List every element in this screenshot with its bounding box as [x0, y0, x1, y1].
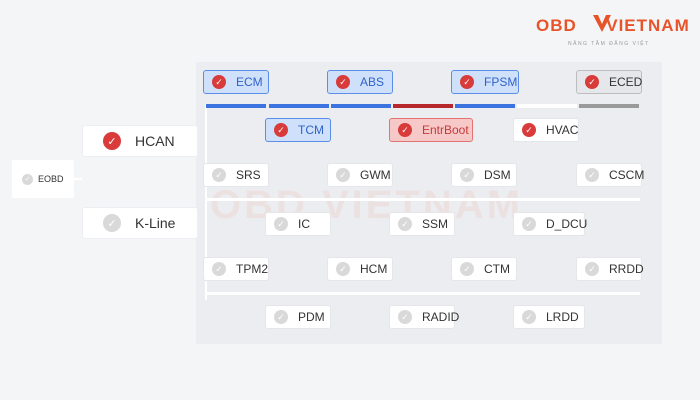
module-eced[interactable]: ✓ ECED: [576, 70, 642, 94]
module-label: SRS: [236, 168, 261, 182]
check-icon: ✓: [212, 168, 226, 182]
check-icon: ✓: [460, 75, 474, 89]
watermark: OBD VIETNAM: [210, 183, 523, 227]
check-icon: ✓: [585, 262, 599, 276]
module-tcm[interactable]: ✓ TCM: [265, 118, 331, 142]
module-label: RADID: [422, 310, 460, 324]
module-label: IC: [298, 217, 310, 231]
check-icon: ✓: [460, 168, 474, 182]
module-label: LRDD: [546, 310, 579, 324]
protocol-k-line[interactable]: ✓ K-Line: [83, 208, 197, 238]
module-entrboot[interactable]: ✓ EntrBoot: [389, 118, 473, 142]
bus-line: [206, 292, 640, 295]
module-hcm[interactable]: ✓ HCM: [327, 257, 393, 281]
module-label: CSCM: [609, 168, 645, 182]
check-icon: ✓: [522, 217, 536, 231]
bus-segment: [269, 104, 329, 108]
check-icon: ✓: [212, 262, 226, 276]
connector-line: [74, 178, 82, 180]
module-d-dcu[interactable]: ✓ D_DCU: [513, 212, 588, 236]
module-ssm[interactable]: ✓ SSM: [389, 212, 455, 236]
logo-v-mark-icon: [593, 15, 611, 32]
bus-segment: [517, 104, 577, 108]
bus-segment: [331, 104, 391, 108]
module-hvac[interactable]: ✓ HVAC: [513, 118, 579, 142]
module-label: GWM: [360, 168, 391, 182]
check-icon: ✓: [522, 123, 536, 137]
eobd-label: EOBD: [38, 174, 64, 184]
module-pdm[interactable]: ✓ PDM: [265, 305, 331, 329]
check-icon: ✓: [103, 214, 121, 232]
check-icon: ✓: [585, 168, 599, 182]
module-abs[interactable]: ✓ ABS: [327, 70, 393, 94]
module-ecm[interactable]: ✓ ECM: [203, 70, 269, 94]
check-icon: ✓: [336, 75, 350, 89]
module-label: ECM: [236, 75, 263, 89]
module-cscm[interactable]: ✓ CSCM: [576, 163, 645, 187]
protocol-hcan[interactable]: ✓ HCAN: [83, 126, 197, 156]
logo-brand-left: OBD: [536, 16, 577, 35]
check-icon: ✓: [336, 168, 350, 182]
check-icon: ✓: [398, 217, 412, 231]
module-label: ECED: [609, 75, 643, 89]
module-srs[interactable]: ✓ SRS: [203, 163, 269, 187]
module-label: RRDD: [609, 262, 644, 276]
check-icon: ✓: [103, 132, 121, 150]
check-icon: ✓: [522, 310, 536, 324]
module-label: D_DCU: [546, 217, 588, 231]
check-icon: ✓: [274, 310, 288, 324]
bus-segment: [206, 104, 266, 108]
check-icon: ✓: [274, 217, 288, 231]
protocol-label: HCAN: [135, 133, 175, 149]
check-icon: ✓: [22, 173, 33, 185]
module-label: CTM: [484, 262, 510, 276]
module-radid[interactable]: ✓ RADID: [389, 305, 459, 329]
connector-line: [205, 104, 207, 300]
module-fpsm[interactable]: ✓ FPSM: [451, 70, 519, 94]
module-ctm[interactable]: ✓ CTM: [451, 257, 517, 281]
module-dsm[interactable]: ✓ DSM: [451, 163, 517, 187]
check-icon: ✓: [274, 123, 288, 137]
module-tree-panel: [196, 62, 662, 344]
check-icon: ✓: [398, 123, 412, 137]
module-label: ABS: [360, 75, 385, 89]
module-tpm2[interactable]: ✓ TPM2: [203, 257, 269, 281]
module-label: SSM: [422, 217, 449, 231]
bus-segment: [455, 104, 515, 108]
module-label: TCM: [298, 123, 324, 137]
bus-segment: [579, 104, 639, 108]
module-label: HVAC: [546, 123, 579, 137]
bus-line: [206, 198, 640, 201]
module-label: FPSM: [484, 75, 518, 89]
logo-brand-right: VIETNAM: [606, 16, 690, 35]
module-lrdd[interactable]: ✓ LRDD: [513, 305, 585, 329]
check-icon: ✓: [460, 262, 474, 276]
check-icon: ✓: [212, 75, 226, 89]
module-gwm[interactable]: ✓ GWM: [327, 163, 393, 187]
bus-segment: [393, 104, 453, 108]
module-label: DSM: [484, 168, 511, 182]
module-label: HCM: [360, 262, 388, 276]
logo-tagline: NÂNG TẦM ĐẲNG VIỆT: [568, 41, 650, 47]
check-icon: ✓: [336, 262, 350, 276]
brand-logo: OBD VIETNAM NÂNG TẦM ĐẲNG VIỆT: [536, 12, 689, 52]
check-icon: ✓: [585, 75, 599, 89]
module-rrdd[interactable]: ✓ RRDD: [576, 257, 644, 281]
protocol-label: K-Line: [135, 215, 176, 231]
module-ic[interactable]: ✓ IC: [265, 212, 331, 236]
check-icon: ✓: [398, 310, 412, 324]
module-label: PDM: [298, 310, 325, 324]
eobd-root[interactable]: ✓ EOBD: [12, 160, 74, 198]
module-label: EntrBoot: [422, 123, 469, 137]
module-label: TPM2: [236, 262, 269, 276]
